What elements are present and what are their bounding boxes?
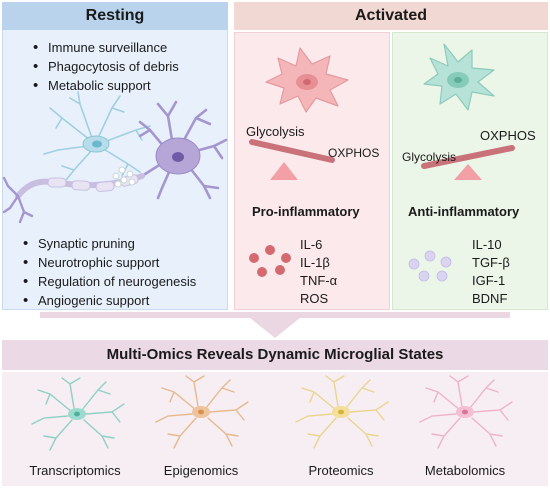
omics-item-transcriptomics: Transcriptomics (29, 463, 121, 478)
resting-function-item: Regulation of neurogenesis (22, 272, 196, 291)
pro-inflammatory-title: Pro-inflammatory (252, 204, 360, 219)
omics-panel (2, 372, 548, 486)
pro-oxphos-label: OXPHOS (328, 146, 380, 160)
anti-marker: BDNF (472, 291, 508, 306)
metabolomics-microglia-icon (419, 375, 513, 449)
pro-marker: TNF-α (300, 273, 338, 288)
resting-header: Resting (2, 2, 228, 30)
anti-cytokine-dots-icon (408, 250, 452, 282)
transcriptomics-microglia-icon (31, 377, 125, 451)
resting-functions-bottom: Synaptic pruning Neurotrophic support Re… (22, 234, 196, 310)
resting-function-item: Neurotrophic support (22, 253, 196, 272)
anti-glycolysis-label: Glycolysis (402, 150, 457, 164)
anti-oxphos-label: OXPHOS (480, 128, 536, 143)
anti-seesaw-icon (421, 145, 515, 180)
resting-function-item: Angiogenic support (22, 291, 196, 310)
pro-glycolysis-label: Glycolysis (246, 124, 305, 139)
resting-functions-top: Immune surveillance Phagocytosis of debr… (32, 38, 179, 95)
resting-function-item: Synaptic pruning (22, 234, 196, 253)
pro-marker: ROS (300, 291, 329, 306)
pro-marker: IL-1β (300, 255, 330, 270)
resting-function-item: Phagocytosis of debris (32, 57, 179, 76)
omics-title: Multi-Omics Reveals Dynamic Microglial S… (106, 346, 444, 363)
pro-seesaw-icon (249, 139, 335, 180)
anti-marker: IGF-1 (472, 273, 506, 288)
activated-header: Activated (234, 2, 548, 30)
pro-cytokine-dots-icon (249, 245, 291, 277)
anti-markers-list: IL-10 TGF-β IGF-1 BDNF (472, 236, 510, 308)
resting-title: Resting (85, 7, 145, 24)
omics-header: Multi-Omics Reveals Dynamic Microglial S… (2, 340, 548, 370)
resting-function-item: Metabolic support (32, 76, 179, 95)
activated-title: Activated (354, 7, 428, 24)
proteomics-microglia-icon (295, 375, 389, 449)
resting-function-item: Immune surveillance (32, 38, 179, 57)
anti-marker: TGF-β (472, 255, 510, 270)
anti-marker: IL-10 (472, 237, 502, 252)
omics-item-proteomics: Proteomics (308, 463, 374, 478)
epigenomics-microglia-icon (155, 375, 249, 449)
omics-item-epigenomics: Epigenomics (163, 463, 239, 478)
anti-inflammatory-title: Anti-inflammatory (408, 204, 520, 219)
omics-item-metabolomics: Metabolomics (424, 463, 506, 478)
pro-markers-list: IL-6 IL-1β TNF-α ROS (300, 236, 337, 308)
pro-marker: IL-6 (300, 237, 323, 252)
